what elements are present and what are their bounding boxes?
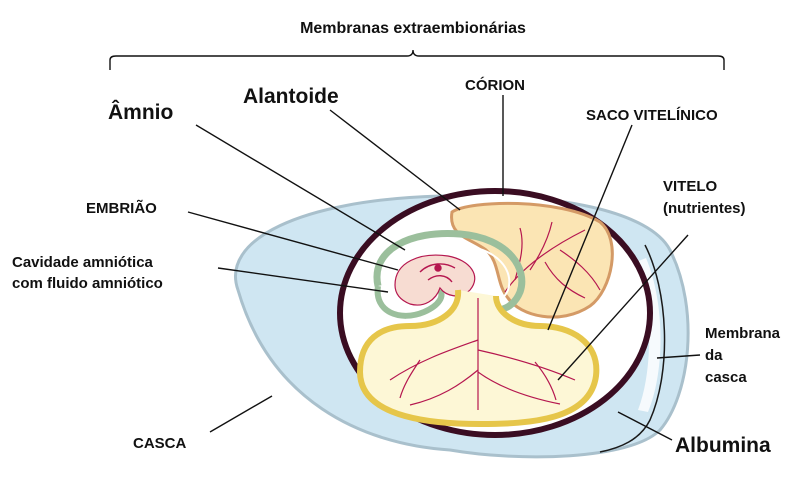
label-vitelo-1: VITELO — [663, 178, 718, 195]
label-embriao: EMBRIÃO — [86, 199, 157, 217]
label-amnio: Âmnio — [108, 100, 173, 124]
label-alantoide: Alantoide — [243, 85, 339, 108]
label-saco-vitelinico: SACO VITELÍNICO — [586, 107, 718, 124]
label-corion: CÓRION — [465, 76, 525, 94]
label-vitelo-2: (nutrientes) — [663, 200, 746, 217]
label-membrana-1: Membrana — [705, 325, 781, 342]
label-membrana-3: casca — [705, 369, 747, 386]
label-membrana-2: da — [705, 347, 723, 364]
diagram-title: Membranas extraembionárias — [300, 20, 526, 37]
label-cavidade-1: Cavidade amniótica — [12, 254, 154, 271]
label-cavidade-2: com fluido amniótico — [12, 275, 163, 292]
leader-casca — [210, 396, 272, 432]
leader-alantoide — [330, 110, 460, 210]
label-casca: CASCA — [133, 435, 187, 452]
title-brace — [110, 50, 724, 70]
label-albumina: Albumina — [675, 434, 771, 457]
